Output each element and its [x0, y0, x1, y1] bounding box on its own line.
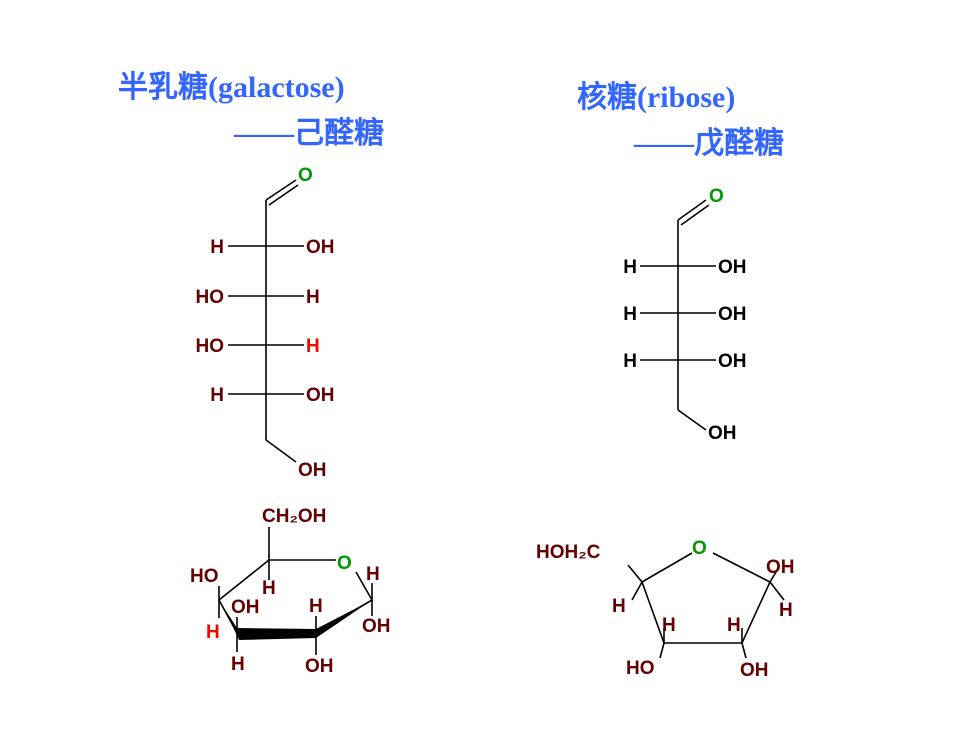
ribose-c3-left: H	[623, 304, 637, 325]
ribose-c5-oh: OH	[708, 423, 737, 444]
ribose-c2-h: H	[727, 615, 741, 636]
galactose-c5-right: OH	[306, 385, 335, 406]
ribose-subtitle: ——戊醛糖	[634, 127, 784, 160]
ribose-c3-h: H	[662, 615, 676, 636]
galactose-c4-h: H	[206, 622, 220, 643]
ribose-fischer: O H OH H OH H OH OH	[623, 186, 746, 444]
ribose-c2-left: H	[623, 257, 637, 278]
galactose-c3-right: H	[306, 287, 320, 308]
galactose-c2-left: H	[210, 237, 224, 258]
ribose-c2-oh: OH	[740, 660, 769, 681]
galactose-c4-left: HO	[196, 336, 225, 357]
ribose-c4-left: H	[623, 351, 637, 372]
ribose-c5-hoh2c: HOH₂C	[536, 542, 601, 563]
galactose-c5-left: H	[210, 385, 224, 406]
galactose-c2-right: OH	[306, 237, 335, 258]
galactose-c1-oh: OH	[362, 616, 391, 637]
galactose-c3-h: H	[231, 654, 245, 675]
galactose-subtitle: ——己醛糖	[234, 117, 384, 150]
galactose-fischer: O H OH HO H HO H H OH OH	[196, 165, 335, 481]
ribose-haworth: HOH₂C O OH H H H HO H OH	[536, 538, 795, 681]
ribose-aldehyde-o: O	[709, 186, 724, 207]
galactose-c1-h: H	[366, 564, 380, 585]
galactose-c4-right: H	[306, 336, 320, 357]
ribose-ring-oxygen: O	[692, 538, 707, 559]
galactose-c4-ho: HO	[190, 566, 219, 587]
galactose-title: 半乳糖(galactose)	[118, 71, 345, 104]
galactose-c2-oh: OH	[305, 656, 334, 677]
ribose-c2-right: OH	[718, 257, 747, 278]
ribose-c4-right: OH	[718, 351, 747, 372]
galactose-c5-h: H	[262, 578, 276, 599]
ribose-title: 核糖(ribose)	[577, 81, 736, 114]
galactose-c6-oh: OH	[298, 460, 327, 481]
ribose-c4-h: H	[612, 596, 626, 617]
galactose-c3-oh: OH	[231, 597, 260, 618]
ribose-c3-ho: HO	[626, 658, 655, 679]
galactose-ring-oxygen: O	[337, 553, 352, 574]
galactose-c6-ch2oh: CH₂OH	[262, 506, 326, 527]
galactose-c2-h: H	[309, 596, 323, 617]
galactose-haworth: CH₂OH O H H OH HO H H OH OH H	[190, 506, 391, 677]
galactose-c3-left: HO	[196, 287, 225, 308]
galactose-aldehyde-o: O	[298, 165, 313, 186]
ribose-c1-oh: OH	[766, 557, 795, 578]
ribose-c3-right: OH	[718, 304, 747, 325]
ribose-c1-h: H	[779, 600, 793, 621]
